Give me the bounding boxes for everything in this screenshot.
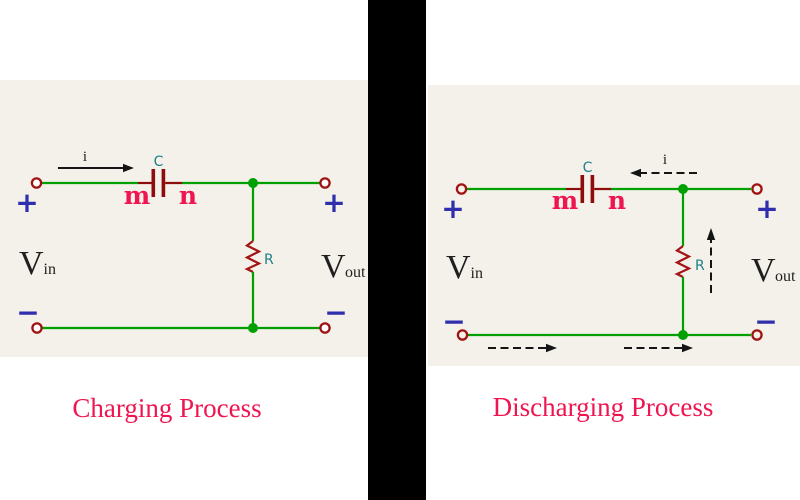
terminal-in-top [30,177,43,189]
vin-subscript: in [44,261,56,278]
current-label: i [83,149,87,165]
terminal-in-top [455,183,468,195]
terminal-out-top [319,177,331,189]
plus-left-icon: + [441,192,464,225]
resistor-zigzag [244,240,262,273]
charging-circuit: i C m n R + + − − V in V out Charging Pr… [15,149,366,423]
capacitor-plate-left [580,175,585,203]
current-label: i [663,152,667,168]
divider-bar [368,0,426,500]
plate-n-label: n [608,186,626,215]
vout-label: V [321,248,346,285]
plate-n-label: n [179,181,197,210]
return-current-arrow-right-head-icon [682,343,693,353]
terminal-out-top [751,183,763,195]
discharging-circuit: i C m n R + + − − V in V out Discharging… [441,152,796,422]
capacitor-plate-right [161,169,166,197]
minus-right-icon: − [754,305,777,338]
plus-right-icon: + [755,192,778,225]
vout-subscript: out [775,268,796,285]
vin-label: V [19,245,44,282]
capacitor-plate-left [151,169,156,197]
current-arrow-head-icon [123,163,134,173]
vout-subscript: out [345,264,366,281]
charging-panel-bg [0,80,368,357]
minus-left-icon: − [442,305,465,338]
terminal-out-bottom [319,322,331,334]
vin-label: V [446,249,471,286]
junction-dot-top [248,178,258,188]
junction-dot-top [678,184,688,194]
terminal-out-bottom [751,329,763,341]
discharging-title: Discharging Process [493,392,714,422]
current-arrow-head-icon [630,168,641,178]
plus-left-icon: + [15,186,38,219]
capacitor-plate-right [590,175,595,203]
resistor-label: R [695,258,705,274]
capacitor-label: C [583,160,593,176]
capacitor-label: C [154,154,164,170]
vout-label: V [751,252,776,289]
plus-right-icon: + [322,186,345,219]
resistor-zigzag [674,245,692,278]
charging-title: Charging Process [72,393,261,423]
junction-dot-bottom [248,323,258,333]
return-current-arrow-left-head-icon [546,343,557,353]
vin-subscript: in [471,265,483,282]
discharging-panel-bg [428,85,800,366]
minus-left-icon: − [16,296,39,329]
resistor-label: R [264,252,274,268]
plate-m-label: m [552,186,578,215]
terminal-in-bottom [456,329,469,341]
resistor-current-arrow-head-icon [706,228,716,240]
plate-m-label: m [124,181,150,210]
junction-dot-bottom [678,330,688,340]
terminal-in-bottom [31,322,43,334]
minus-right-icon: − [324,296,347,329]
